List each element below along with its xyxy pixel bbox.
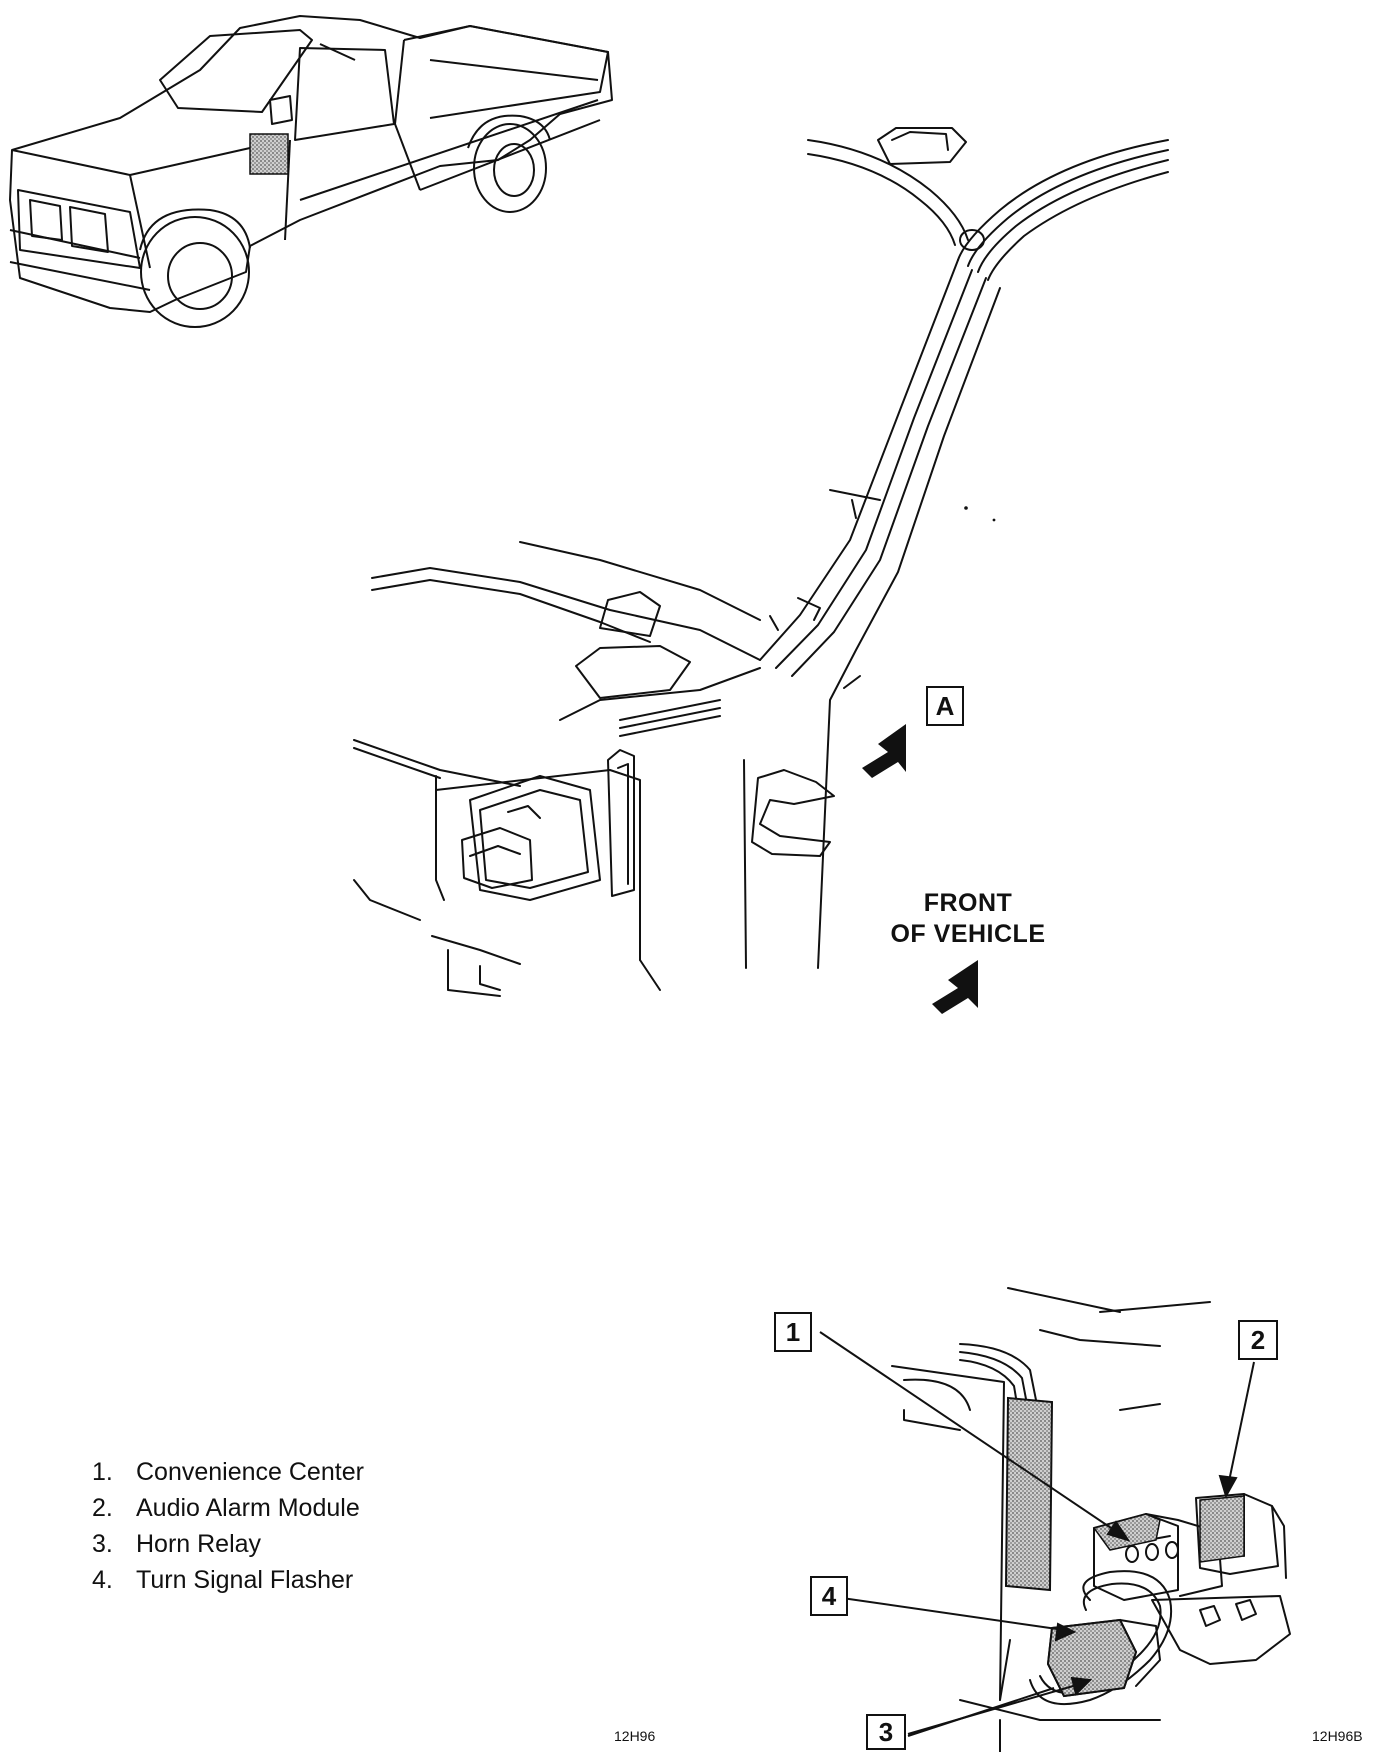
figure-code-main: 12H96 [614, 1728, 656, 1744]
turn-signal-flasher-shaded [1046, 1618, 1138, 1698]
legend-item: 2. Audio Alarm Module [92, 1490, 364, 1526]
dot-mark [964, 506, 968, 510]
front-label-line2: OF VEHICLE [890, 920, 1046, 948]
callout-3: 3 [866, 1714, 906, 1750]
truck-illustration [9, 15, 613, 328]
figure-code-detail: 12H96B [1312, 1728, 1363, 1744]
legend-item: 1. Convenience Center [92, 1454, 364, 1490]
location-highlight [249, 133, 289, 175]
legend-number: 1. [92, 1458, 113, 1486]
convenience-center-shaded [1092, 1513, 1161, 1551]
view-a-callout: A [926, 686, 964, 726]
parts-legend: 1. Convenience Center 2. Audio Alarm Modul… [92, 1454, 364, 1598]
cab-interior-view [353, 127, 1169, 997]
front-of-vehicle-label: FRONT OF VEHICLE [868, 888, 1068, 950]
callout-4: 4 [810, 1576, 848, 1616]
legend-label: Audio Alarm Module [136, 1494, 360, 1522]
audio-alarm-module-shaded [1199, 1495, 1245, 1563]
legend-label: Horn Relay [136, 1530, 262, 1558]
legend-label: Convenience Center [136, 1458, 364, 1486]
legend-number: 4. [92, 1566, 113, 1594]
legend-item: 3. Horn Relay [92, 1526, 364, 1562]
legend-number: 3. [92, 1530, 113, 1558]
dot-mark [992, 518, 996, 522]
harness-trim-shaded [1004, 1396, 1054, 1592]
callout-1: 1 [774, 1312, 812, 1352]
leader-lines [819, 1331, 1255, 1737]
legend-item: 4. Turn Signal Flasher [92, 1562, 364, 1598]
front-label-line1: FRONT [923, 889, 1013, 917]
legend-number: 2. [92, 1494, 113, 1522]
legend-label: Turn Signal Flasher [136, 1566, 354, 1594]
callout-2: 2 [1238, 1320, 1278, 1360]
arrow-icon [932, 960, 978, 1014]
arrow-icon [862, 724, 906, 778]
